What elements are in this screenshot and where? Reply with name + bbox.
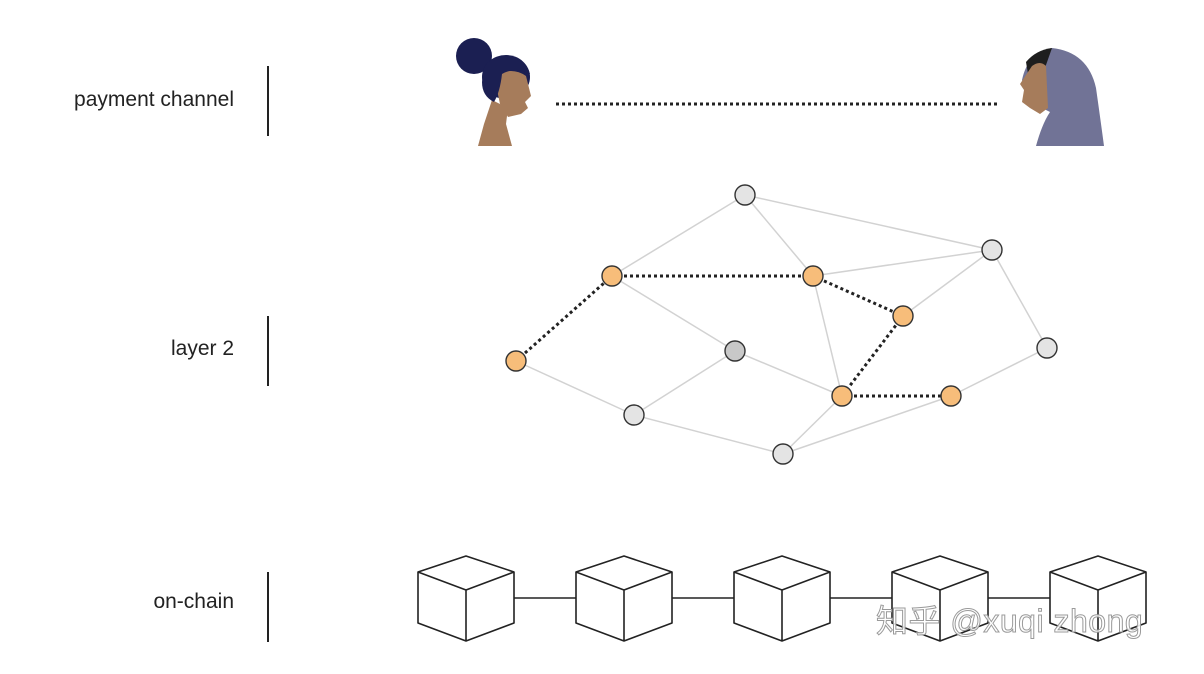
network-edge [744,194,993,251]
cube-block-icon [891,555,989,642]
network-node-route [601,265,623,287]
network-node-route [505,350,527,372]
network-route-edges [515,274,951,398]
row-divider-layer2 [267,316,269,386]
network-edge [782,395,843,455]
cube-block-icon [575,555,673,642]
network-edge [611,194,746,277]
network-edge [902,249,993,317]
row-divider-payment-channel [267,66,269,136]
network-edges [515,194,1048,455]
woman-with-hair-bun-icon [456,38,531,146]
chain-blocks [417,555,1147,642]
network-edge [812,249,993,277]
network-nodes [505,184,1058,465]
network-node [772,443,794,465]
row-divider-onchain [267,572,269,642]
network-edge [611,275,736,352]
network-node [1036,337,1058,359]
network-edge [633,350,736,416]
network-node-route [802,265,824,287]
cube-block-icon [1049,555,1147,642]
watermark-text: 知乎 @xuqi zhong [875,603,1144,640]
network-node-route [831,385,853,407]
row-label-payment-channel: payment channel [74,88,234,111]
row-label-layer2: layer 2 [170,337,234,360]
network-edge [991,249,1048,349]
network-node-route [940,385,962,407]
row-label-onchain: on-chain [153,590,234,613]
network-edge [744,194,814,277]
network-node [981,239,1003,261]
network-route-edge [812,274,904,318]
network-node [623,404,645,426]
network-edge [782,395,952,455]
network-node [724,340,746,362]
cube-block-icon [417,555,515,642]
woman-with-headscarf-icon [1020,48,1104,146]
cube-block-icon [733,555,831,642]
network-edge [515,360,635,416]
network-edge [950,347,1048,397]
network-route-edge [840,315,905,397]
network-route-edge [515,274,613,363]
network-edge [734,350,843,397]
network-node [734,184,756,206]
network-node-route [892,305,914,327]
network-edge [633,414,784,455]
network-edge [812,275,843,397]
